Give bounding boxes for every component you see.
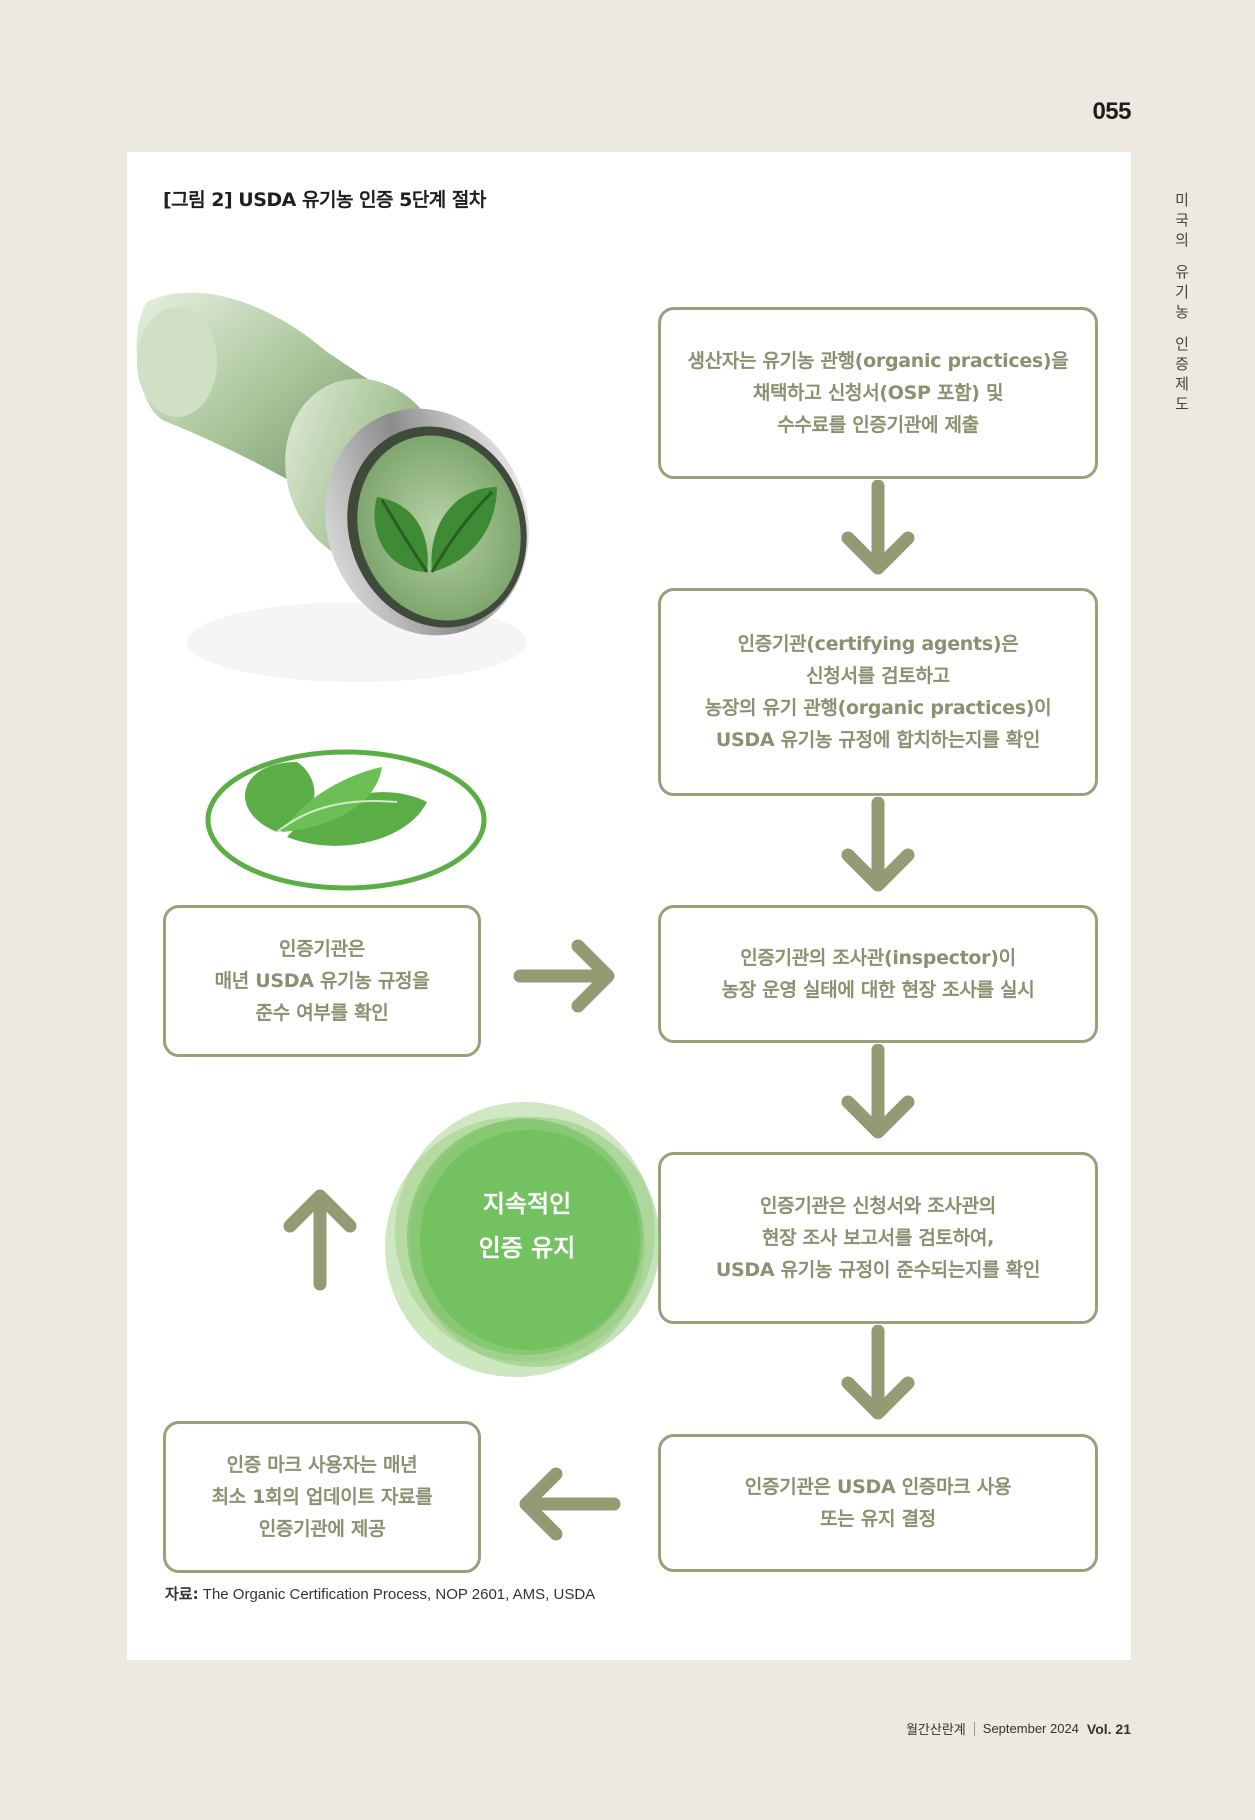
rubber-stamp-illustration xyxy=(136,292,529,891)
arrow-down-icon xyxy=(841,1044,915,1139)
page-number: 055 xyxy=(1092,98,1131,125)
volume-number: Vol. 21 xyxy=(1086,1720,1131,1737)
continuous-certification-circle xyxy=(385,1102,660,1377)
arrow-up-icon xyxy=(283,1189,357,1291)
step-5-box: 인증기관은 USDA 인증마크 사용 또는 유지 결정 xyxy=(658,1434,1098,1572)
figure-panel: [그림 2] USDA 유기농 인증 5단계 절차 xyxy=(127,152,1131,1660)
annual-update-box: 인증 마크 사용자는 매년 최소 1회의 업데이트 자료를 인증기관에 제공 xyxy=(163,1421,481,1573)
step-2-box: 인증기관(certifying agents)은 신청서를 검토하고 농장의 유… xyxy=(658,588,1098,796)
arrow-down-icon xyxy=(841,480,915,575)
page-footer: 월간산란계 September 2024 Vol. 21 xyxy=(906,1719,1131,1738)
magazine-name: 월간산란계 xyxy=(905,1722,966,1737)
source-note: 자료: The Organic Certification Process, N… xyxy=(165,1585,596,1603)
issue-date: September 2024 xyxy=(982,1721,1079,1736)
annual-check-box: 인증기관은 매년 USDA 유기농 규정을 준수 여부를 확인 xyxy=(163,905,481,1057)
arrow-left-icon xyxy=(519,1467,621,1541)
step-3-box: 인증기관의 조사관(inspector)이 농장 운영 실태에 대한 현장 조사… xyxy=(658,905,1098,1043)
step-4-box: 인증기관은 신청서와 조사관의 현장 조사 보고서를 검토하여, USDA 유기… xyxy=(658,1152,1098,1324)
figure-title: [그림 2] USDA 유기농 인증 5단계 절차 xyxy=(163,189,486,211)
section-title-vertical: 미 국 의 유 기 농 인 증 제 도 xyxy=(1175,191,1189,413)
arrow-right-icon xyxy=(513,939,615,1013)
step-1-box: 생산자는 유기농 관행(organic practices)을 채택하고 신청서… xyxy=(658,307,1098,479)
arrow-down-icon xyxy=(841,797,915,892)
footer-divider xyxy=(973,1721,975,1736)
leaf-stamp-imprint xyxy=(205,749,487,891)
circle-label: 지속적인 인증 유지 xyxy=(478,1190,576,1262)
arrow-down-icon xyxy=(841,1325,915,1420)
